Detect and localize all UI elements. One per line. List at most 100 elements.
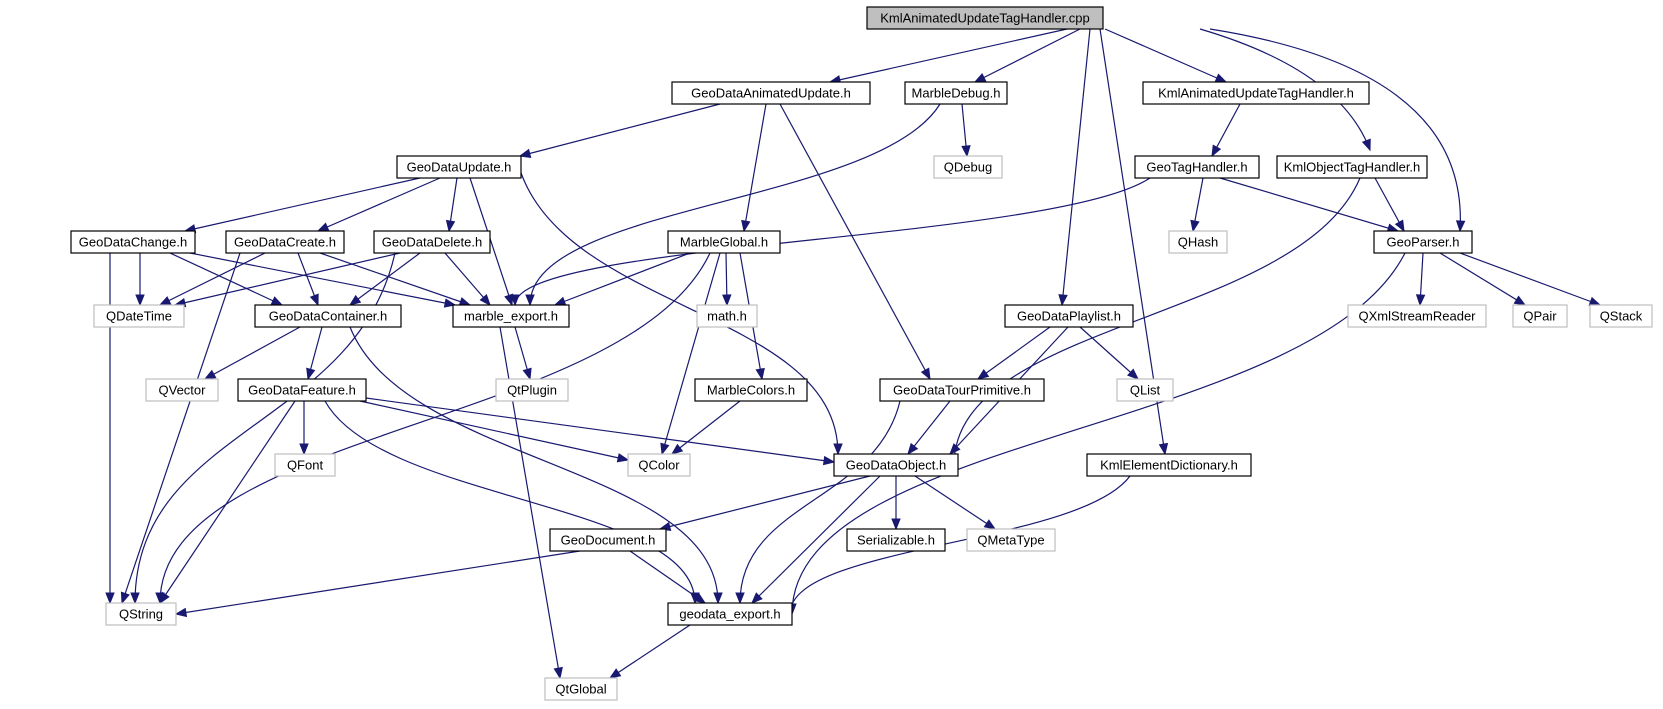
edge-mglb-to-qcol <box>661 252 721 455</box>
node-mdbg[interactable]: MarbleDebug.h <box>904 81 1008 105</box>
edge-gdob-to-qmtt <box>914 475 996 530</box>
edge-gdpl-to-qlst <box>1079 326 1139 380</box>
node-gexp[interactable]: geodata_export.h <box>667 602 793 626</box>
node-gdcr[interactable]: GeoDataCreate.h <box>225 230 345 254</box>
node-gdpl[interactable]: GeoDataPlaylist.h <box>1004 304 1134 328</box>
node-label: QDebug <box>944 160 992 175</box>
node-gdtp[interactable]: GeoDataTourPrimitive.h <box>879 378 1045 402</box>
arrow-head-icon <box>983 519 997 530</box>
edge-mglb-to-qstr <box>159 252 711 604</box>
node-gdoc[interactable]: GeoDocument.h <box>549 528 667 552</box>
node-box <box>373 230 491 254</box>
edge-gdau-to-mglb <box>743 103 767 232</box>
edge-gdob-to-gexp <box>751 475 881 604</box>
arrow-head-icon <box>822 455 836 466</box>
node-label: KmlAnimatedUpdateTagHandler.cpp <box>880 11 1090 26</box>
node-label: GeoDataTourPrimitive.h <box>893 383 1031 398</box>
node-gtag[interactable]: GeoTagHandler.h <box>1134 155 1260 179</box>
node-qstk: QStack <box>1589 304 1653 328</box>
node-kedi[interactable]: KmlElementDictionary.h <box>1086 453 1252 477</box>
arrow-head-icon <box>553 296 567 306</box>
node-qglb: QtGlobal <box>544 677 618 701</box>
arrow-head-icon <box>1190 219 1200 233</box>
node-box <box>1004 304 1134 328</box>
node-qlst: QList <box>1116 378 1174 402</box>
edge-kedi-to-gexp <box>789 475 1131 615</box>
arrow-head-icon <box>445 219 456 233</box>
arrow-head-icon <box>1455 220 1466 233</box>
edge-gdct-to-qvec <box>204 326 301 380</box>
arrow-head-icon <box>1588 296 1602 306</box>
node-mcol[interactable]: MarbleColors.h <box>694 378 808 402</box>
node-label: GeoTagHandler.h <box>1146 160 1247 175</box>
arrow-head-icon <box>1214 73 1228 83</box>
arrow-head-icon <box>1211 144 1222 158</box>
node-box <box>833 453 959 477</box>
node-label: GeoDataContainer.h <box>269 309 388 324</box>
node-label: QMetaType <box>977 533 1044 548</box>
arrow-head-icon <box>670 443 684 455</box>
edge-gdcr-to-mexp <box>319 252 471 306</box>
edge-gdoc-to-gexp <box>629 550 706 604</box>
arrow-head-icon <box>130 592 140 605</box>
node-gdob[interactable]: GeoDataObject.h <box>833 453 959 477</box>
node-label: MarbleColors.h <box>707 383 795 398</box>
node-label: Serializable.h <box>857 533 935 548</box>
node-label: QStack <box>1600 309 1643 324</box>
edge-gdct-to-gexp <box>349 326 719 604</box>
node-box <box>225 230 345 254</box>
edge-gdob-to-gdoc <box>659 475 871 530</box>
edge-gprs-to-qpar <box>1439 252 1526 306</box>
edge-gdft-to-gdob <box>365 397 835 463</box>
node-gddl[interactable]: GeoDataDelete.h <box>373 230 491 254</box>
node-box <box>671 81 871 105</box>
arrow-head-icon <box>479 293 491 307</box>
arrow-head-icon <box>961 145 971 158</box>
arrow-head-icon <box>174 607 188 618</box>
edge-gdup-to-gdch <box>184 177 421 232</box>
edge-gdcr-to-qdtm <box>159 252 266 306</box>
arrow-head-icon <box>510 294 520 307</box>
node-label: GeoDataAnimatedUpdate.h <box>691 86 851 101</box>
node-gdau[interactable]: GeoDataAnimatedUpdate.h <box>671 81 871 105</box>
node-box <box>1512 304 1568 328</box>
node-mexp[interactable]: marble_export.h <box>452 304 570 328</box>
arrow-head-icon <box>1513 295 1527 306</box>
edge-mdbg-to-mexp <box>529 103 941 306</box>
node-box <box>274 453 336 477</box>
node-root[interactable]: KmlAnimatedUpdateTagHandler.cpp <box>866 6 1104 30</box>
node-box <box>933 155 1003 179</box>
edge-root-to-gdau <box>829 28 1068 83</box>
node-gdup[interactable]: GeoDataUpdate.h <box>396 155 522 179</box>
arrow-head-icon <box>920 367 931 381</box>
arrow-head-icon <box>105 592 115 605</box>
node-label: QtGlobal <box>555 682 606 697</box>
edge-gdup-to-gdcr <box>317 177 441 232</box>
edge-gdoc-to-qstr <box>175 550 581 615</box>
arrow-head-icon <box>299 443 309 456</box>
arrow-head-icon <box>1415 294 1426 307</box>
node-box <box>694 378 808 402</box>
arrow-head-icon <box>1394 219 1405 233</box>
node-gdch[interactable]: GeoDataChange.h <box>70 230 196 254</box>
node-label: GeoDataCreate.h <box>234 235 336 250</box>
node-box <box>237 378 367 402</box>
node-kotg[interactable]: KmlObjectTagHandler.h <box>1276 155 1428 179</box>
node-serz[interactable]: Serializable.h <box>846 528 946 552</box>
node-box <box>145 378 219 402</box>
arrow-head-icon <box>1058 294 1068 307</box>
node-box <box>667 602 793 626</box>
node-kauh[interactable]: KmlAnimatedUpdateTagHandler.h <box>1142 81 1370 105</box>
node-mglb[interactable]: MarbleGlobal.h <box>667 230 781 254</box>
node-box <box>1116 378 1174 402</box>
node-gdct[interactable]: GeoDataContainer.h <box>254 304 402 328</box>
edge-gdch-to-mexp <box>189 252 456 306</box>
node-qmtt: QMetaType <box>966 528 1056 552</box>
arrow-head-icon <box>518 148 532 158</box>
node-gprs[interactable]: GeoParser.h <box>1373 230 1473 254</box>
node-box <box>966 528 1056 552</box>
node-gdft[interactable]: GeoDataFeature.h <box>237 378 367 402</box>
arrow-head-icon <box>751 592 763 604</box>
node-box <box>1276 155 1428 179</box>
edge-gdft-to-qcol <box>359 400 629 461</box>
